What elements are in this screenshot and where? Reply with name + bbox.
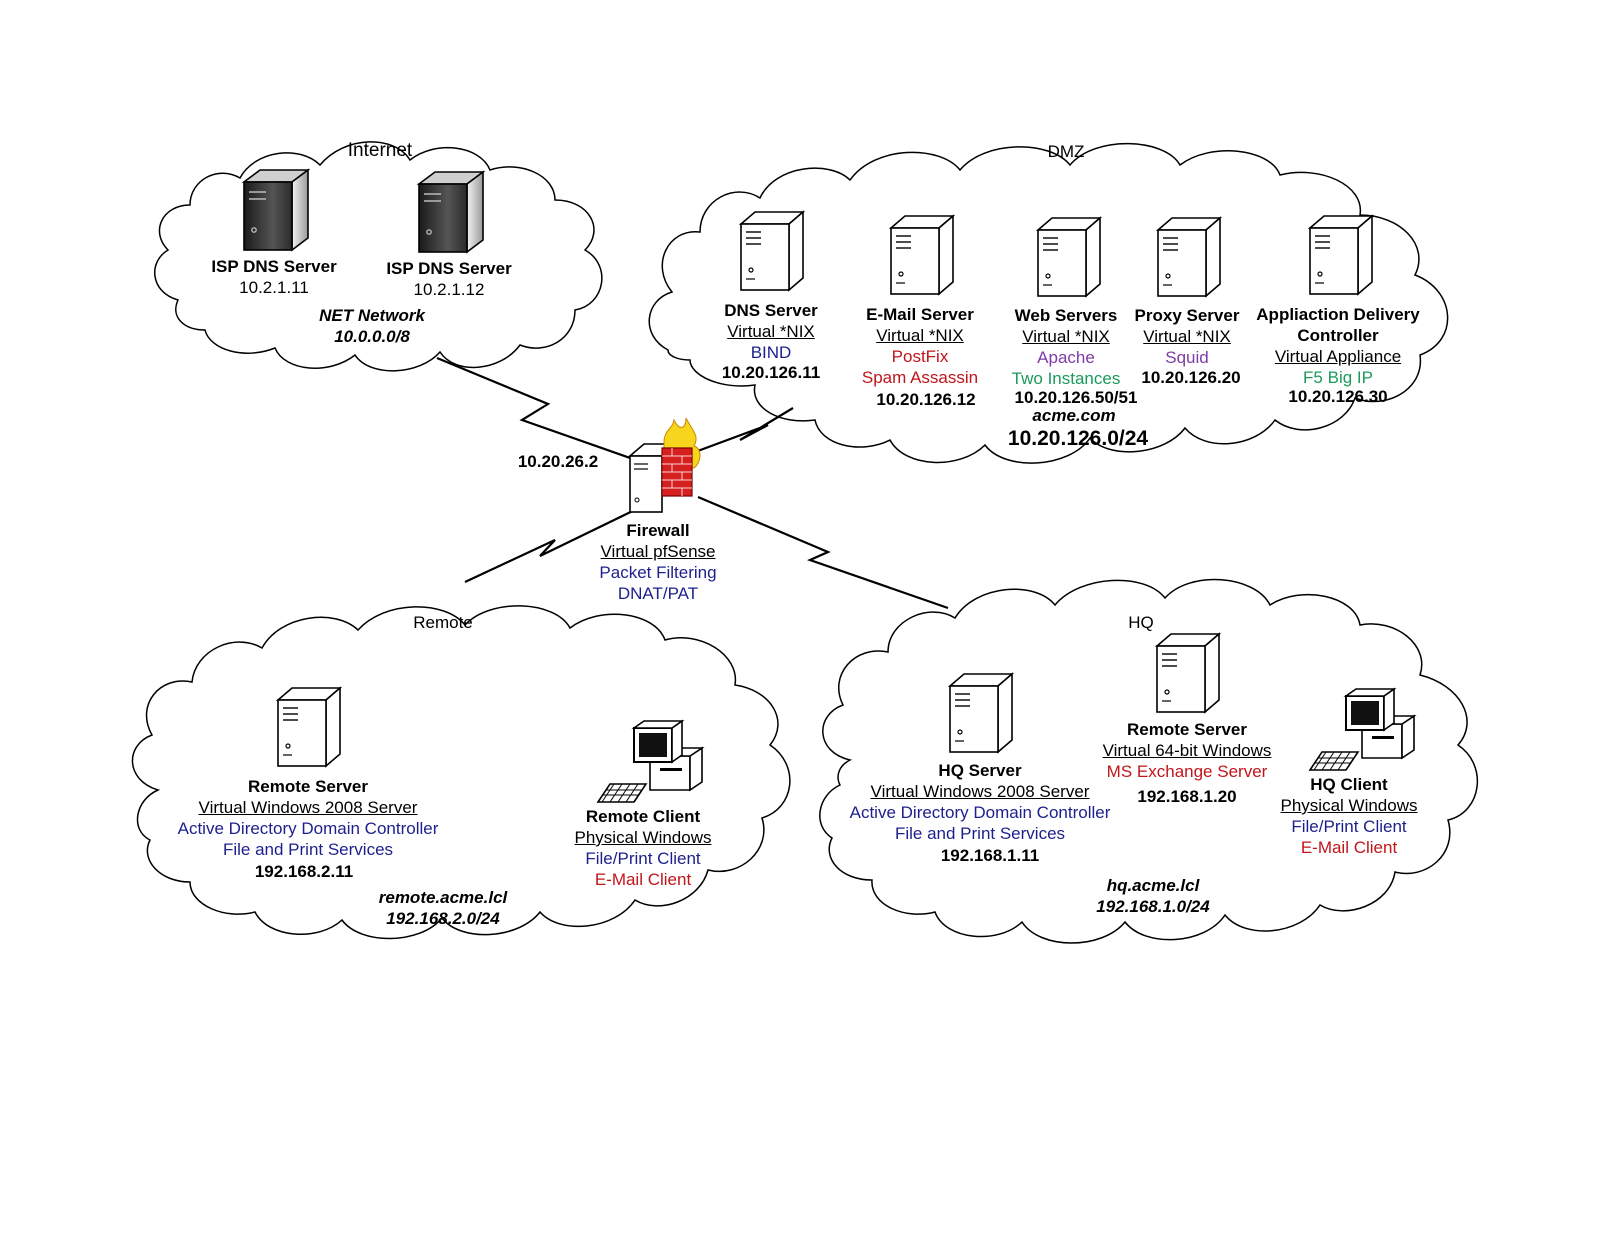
hq-remote-server-name: Remote Server bbox=[1126, 720, 1248, 739]
web-servers-icon bbox=[1037, 217, 1101, 297]
proxy-server-icon bbox=[1157, 217, 1221, 297]
remote-domain: remote.acme.lcl bbox=[378, 888, 508, 907]
adc-platform: Virtual Appliance bbox=[1274, 347, 1402, 366]
proxy-server-ip: 10.20.126.20 bbox=[1141, 368, 1241, 387]
remote-server-ip: 192.168.2.11 bbox=[254, 862, 354, 881]
web-servers-service-1: Apache bbox=[1037, 348, 1095, 367]
remote-network-cidr: 192.168.2.0/24 bbox=[386, 909, 500, 928]
hq-server-name: HQ Server bbox=[938, 761, 1022, 780]
proxy-server-service: Squid bbox=[1165, 348, 1209, 367]
hq-client-service-2: E-Mail Client bbox=[1300, 838, 1398, 857]
hq-remote-server-platform: Virtual 64-bit Windows bbox=[1102, 741, 1272, 760]
web-servers-service-2: Two Instances bbox=[1011, 369, 1121, 388]
hq-domain: hq.acme.lcl bbox=[1106, 876, 1200, 895]
firewall-icon bbox=[627, 417, 701, 513]
remote-client-service-2: E-Mail Client bbox=[594, 870, 692, 889]
dns-server-service: BIND bbox=[750, 343, 792, 362]
dns-server-ip: 10.20.126.11 bbox=[721, 363, 821, 382]
remote-client-name: Remote Client bbox=[585, 807, 701, 826]
hq-remote-server-ip: 192.168.1.20 bbox=[1137, 787, 1237, 806]
hq-title: HQ bbox=[1128, 613, 1154, 632]
remote-server-name: Remote Server bbox=[247, 777, 369, 796]
internet-title: Internet bbox=[347, 140, 413, 161]
remote-server-icon bbox=[277, 687, 341, 767]
wan-links bbox=[436, 356, 949, 610]
dmz-title: DMZ bbox=[1047, 142, 1085, 161]
adc-name-line-1: Appliaction Delivery bbox=[1256, 305, 1420, 324]
isp-dns-server-2-name: ISP DNS Server bbox=[386, 259, 512, 278]
hq-server-service-2: File and Print Services bbox=[894, 824, 1066, 843]
email-server-name: E-Mail Server bbox=[866, 305, 974, 324]
dmz-domain: acme.com bbox=[1032, 406, 1116, 425]
link-dmz-firewall bbox=[694, 407, 794, 454]
hq-client-service-1: File/Print Client bbox=[1291, 817, 1407, 836]
hq-remote-server-service: MS Exchange Server bbox=[1106, 762, 1268, 781]
firewall-service-1: Packet Filtering bbox=[599, 563, 717, 582]
email-server-platform: Virtual *NIX bbox=[876, 326, 964, 345]
link-hq-firewall bbox=[697, 495, 949, 610]
web-servers-platform: Virtual *NIX bbox=[1022, 327, 1110, 346]
isp-dns-server-1-ip: 10.2.1.11 bbox=[239, 278, 309, 297]
proxy-server-platform: Virtual *NIX bbox=[1143, 327, 1231, 346]
dns-server-name: DNS Server bbox=[724, 301, 818, 320]
remote-server-platform: Virtual Windows 2008 Server bbox=[198, 798, 418, 817]
hq-server-icon bbox=[949, 673, 1013, 753]
isp-dns-server-1-name: ISP DNS Server bbox=[211, 257, 337, 276]
proxy-server-name: Proxy Server bbox=[1134, 306, 1240, 325]
dmz-cloud bbox=[648, 142, 1449, 464]
remote-client-platform: Physical Windows bbox=[574, 828, 712, 847]
isp-dns-server-1-icon bbox=[243, 169, 309, 251]
adc-name-line-2: Controller bbox=[1297, 326, 1379, 345]
firewall-service-2: DNAT/PAT bbox=[617, 584, 699, 603]
remote-client-service-1: File/Print Client bbox=[585, 849, 701, 868]
remote-server-service-2: File and Print Services bbox=[222, 840, 394, 859]
link-internet-firewall bbox=[436, 356, 651, 467]
remote-server-service-1: Active Directory Domain Controller bbox=[177, 819, 439, 838]
internet-network-cidr: 10.0.0.0/8 bbox=[334, 327, 410, 346]
adc-icon bbox=[1309, 215, 1373, 295]
adc-ip: 10.20.126.30 bbox=[1288, 387, 1388, 406]
remote-title: Remote bbox=[413, 613, 473, 632]
isp-dns-server-2-icon bbox=[418, 171, 484, 253]
adc-service: F5 Big IP bbox=[1303, 368, 1373, 387]
email-server-service-2: Spam Assassin bbox=[861, 368, 979, 387]
firewall-platform: Virtual pfSense bbox=[600, 542, 716, 561]
internet-network-name: NET Network bbox=[319, 306, 425, 325]
web-servers-ip: 10.20.126.50/51 bbox=[1014, 388, 1138, 407]
hq-client-name: HQ Client bbox=[1310, 775, 1388, 794]
hq-server-service-1: Active Directory Domain Controller bbox=[849, 803, 1111, 822]
dmz-network-cidr: 10.20.126.0/24 bbox=[1007, 427, 1149, 450]
dns-server-icon bbox=[740, 211, 804, 291]
hq-cloud bbox=[819, 578, 1479, 944]
firewall-name: Firewall bbox=[626, 521, 690, 540]
hq-server-platform: Virtual Windows 2008 Server bbox=[870, 782, 1090, 801]
link-remote-firewall bbox=[464, 504, 646, 583]
email-server-icon bbox=[890, 215, 954, 295]
isp-dns-server-2-ip: 10.2.1.12 bbox=[413, 280, 485, 299]
web-servers-name: Web Servers bbox=[1014, 306, 1118, 325]
dns-server-platform: Virtual *NIX bbox=[727, 322, 815, 341]
email-server-service-1: PostFix bbox=[891, 347, 949, 366]
hq-server-ip: 192.168.1.11 bbox=[940, 846, 1040, 865]
hq-client-platform: Physical Windows bbox=[1280, 796, 1418, 815]
hq-network-cidr: 192.168.1.0/24 bbox=[1096, 897, 1210, 916]
firewall-ip: 10.20.26.2 bbox=[517, 452, 599, 471]
hq-remote-server-icon bbox=[1156, 633, 1220, 713]
email-server-ip: 10.20.126.12 bbox=[876, 390, 976, 409]
